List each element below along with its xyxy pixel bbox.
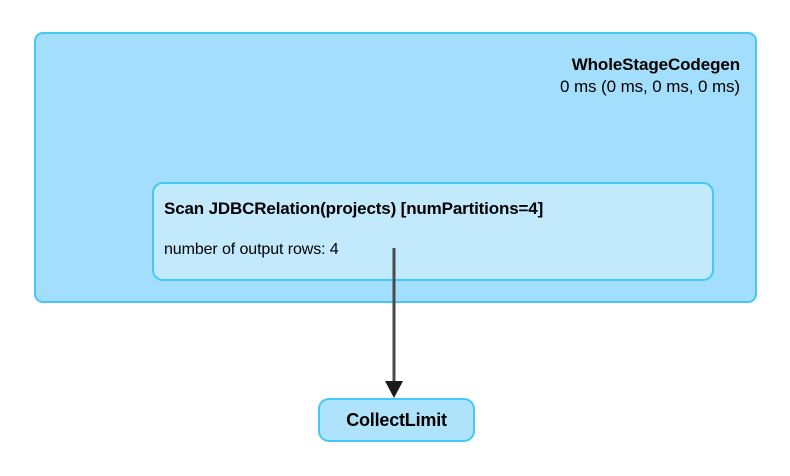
cluster-metrics: 0 ms (0 ms, 0 ms, 0 ms) xyxy=(560,76,740,96)
node-label: CollectLimit xyxy=(346,409,447,430)
node-title: Scan JDBCRelation(projects) [numPartitio… xyxy=(164,199,544,218)
edge-arrowhead-icon xyxy=(385,381,403,398)
cluster-header: WholeStageCodegen 0 ms (0 ms, 0 ms, 0 ms… xyxy=(560,54,740,98)
node-metric-output-rows: number of output rows: 4 xyxy=(164,241,339,258)
cluster-wholestagecodegen[interactable]: WholeStageCodegen 0 ms (0 ms, 0 ms, 0 ms… xyxy=(34,32,757,303)
cluster-title: WholeStageCodegen xyxy=(571,55,740,74)
node-scan-jdbc-relation[interactable]: Scan JDBCRelation(projects) [numPartitio… xyxy=(152,182,714,281)
node-collectlimit[interactable]: CollectLimit xyxy=(318,398,475,442)
